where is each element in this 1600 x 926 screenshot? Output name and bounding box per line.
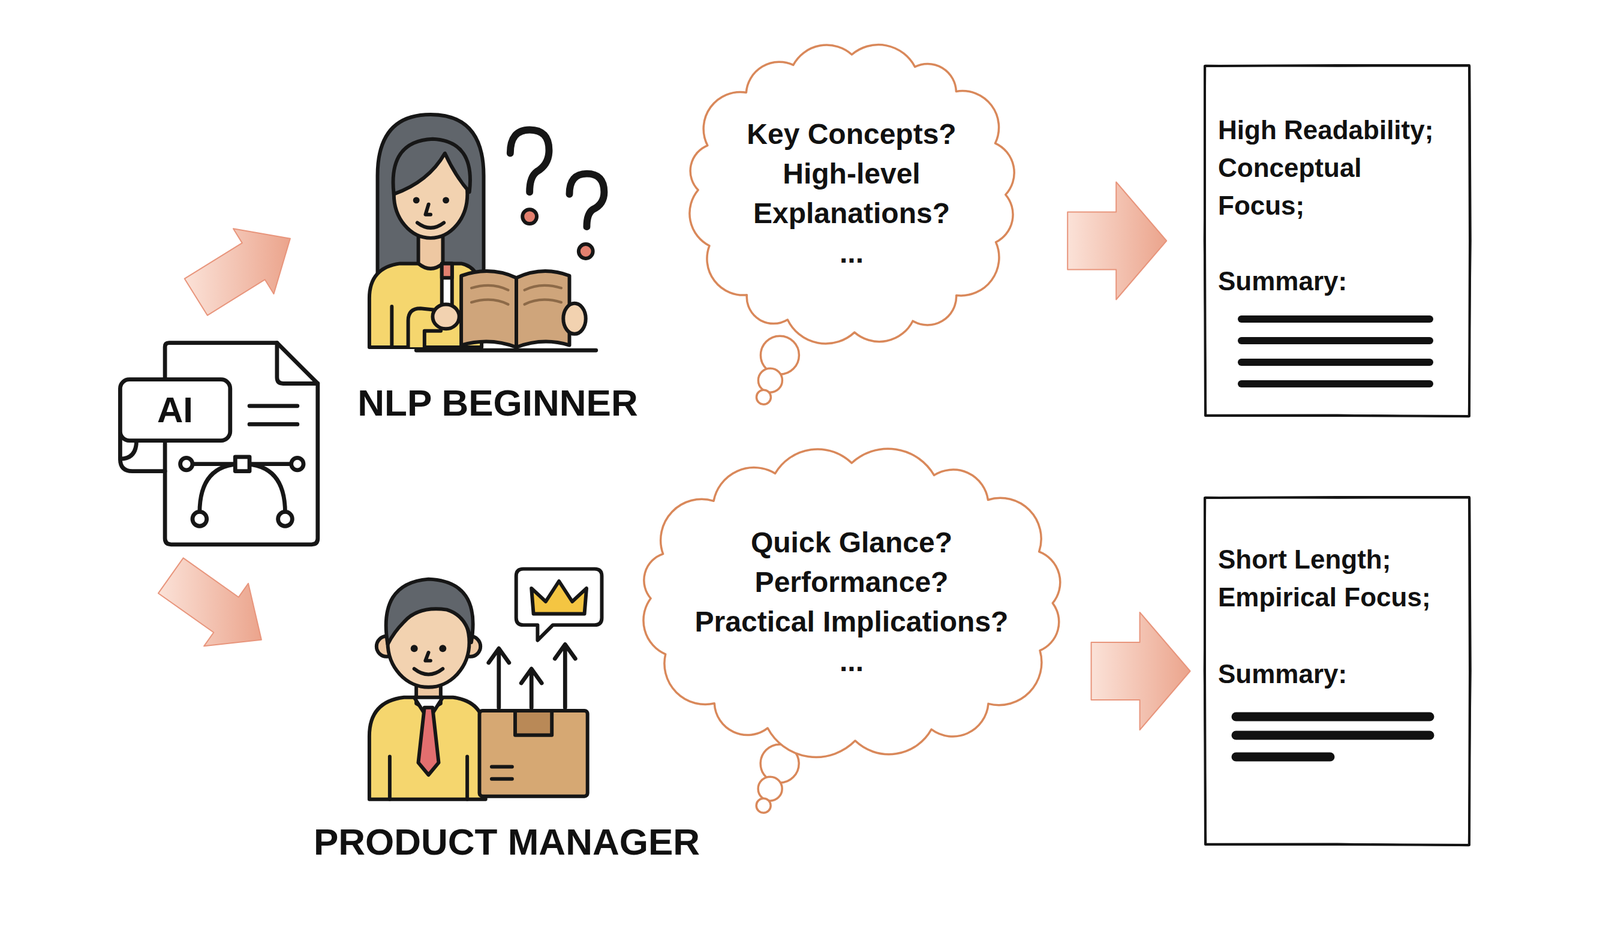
thought-bubble: [756, 390, 771, 405]
illustration-path: [425, 652, 431, 661]
person-name: NLP BEGINNER: [350, 381, 645, 425]
illustration-path: [277, 343, 318, 384]
illustration-circle: [578, 244, 594, 259]
doc-heading: High Readability; Conceptual Focus;: [1217, 110, 1452, 225]
summary-lines: [1217, 311, 1457, 392]
illustration-path: [393, 139, 471, 195]
illustration-ellipse: [432, 304, 459, 329]
illustration-path: [461, 271, 517, 348]
illustration-circle: [291, 457, 304, 470]
illustration-circle: [442, 196, 450, 204]
summary-bar: [1235, 712, 1430, 722]
cloud-line: Practical Implications?: [695, 602, 1009, 642]
summary-document: Short Length; Empirical Focus; Summary:: [1202, 494, 1473, 848]
summary-bar: [1241, 315, 1430, 323]
sketch-line: [1204, 65, 1472, 417]
illustration-rect: [515, 710, 552, 736]
block-arrow: [1067, 182, 1167, 300]
cloud-line: Key Concepts?: [731, 114, 972, 155]
illustration-circle: [192, 511, 207, 526]
illustration-rect: [119, 379, 230, 441]
cloud-outline: [643, 449, 1061, 758]
illustration-path: [369, 697, 486, 800]
illustration-path: [425, 204, 432, 215]
illustration-circle: [278, 511, 293, 526]
cloud-line: Quick Glance?: [695, 522, 1009, 563]
illustration-path: [249, 405, 298, 425]
illustration-path: [119, 440, 137, 460]
summary-bar: [1235, 731, 1430, 741]
person-name: PRODUCT MANAGER: [296, 820, 717, 864]
illustration-svg: [362, 560, 607, 806]
illustration-path: [164, 343, 318, 545]
illustration-path: [441, 263, 453, 278]
thought-cloud: Key Concepts?High-level Explanations?...: [671, 28, 1033, 359]
illustration-circle: [180, 457, 193, 470]
illustration-ellipse: [563, 303, 586, 335]
illustration-path: [389, 756, 468, 799]
person-figure: NLP BEGINNER: [350, 104, 645, 425]
summary-lines: [1217, 704, 1457, 765]
thought-bubble: [758, 777, 783, 802]
illustration-path: [471, 285, 562, 305]
illustration-path: [569, 173, 605, 228]
block-arrow: [158, 557, 262, 646]
doc-heading: Short Length; Empirical Focus;: [1217, 540, 1452, 616]
block-arrow: [1091, 612, 1191, 730]
doc-label: Summary:: [1217, 654, 1457, 693]
illustration-circle: [438, 644, 447, 652]
block-arrow: [184, 228, 291, 316]
illustration-path: [389, 306, 394, 348]
illustration-path: [510, 129, 550, 192]
illustration-svg: [113, 334, 329, 551]
illustration-path: [488, 644, 576, 708]
illustration-path: [491, 766, 513, 779]
summary-bar: [1241, 337, 1430, 345]
cloud-text: Quick Glance?Performance?Practical Impli…: [695, 522, 1009, 682]
illustration-path: [418, 707, 439, 775]
thought-cloud: Quick Glance?Performance?Practical Impli…: [624, 436, 1079, 768]
illustration-path: [417, 222, 444, 228]
summary-bar: [1241, 380, 1430, 388]
illustration-svg: [362, 107, 613, 358]
illustration-circle: [413, 196, 420, 204]
cloud-line: ...: [695, 641, 1009, 682]
thought-bubble: [758, 368, 783, 393]
sketch-line: [1204, 65, 1470, 417]
sketch-line: [1204, 497, 1472, 846]
summary-bar: [1235, 752, 1331, 762]
doc-label: Summary:: [1217, 262, 1457, 300]
illustration-circle: [410, 644, 418, 652]
illustration-path: [531, 581, 587, 614]
cloud-shape: [624, 436, 1079, 768]
illustration-circle: [522, 209, 537, 224]
cloud-line: High-level Explanations?: [731, 154, 972, 234]
illustration-rect: [479, 710, 588, 797]
thought-bubble: [756, 798, 771, 814]
cloud-shape: [671, 28, 1033, 359]
illustration-path: [414, 668, 444, 675]
illustration-path: [516, 271, 570, 348]
illustration-path: [386, 579, 474, 645]
summary-bar: [1241, 358, 1430, 366]
illustration-path: [516, 569, 603, 641]
illustration-path: [416, 348, 597, 353]
illustration-rect: [235, 456, 250, 472]
icon-label: AI: [119, 379, 231, 441]
document-icon: AI: [113, 334, 329, 551]
cloud-outline: [689, 44, 1014, 344]
sketch-line: [1204, 497, 1470, 845]
illustration-path: [441, 263, 453, 306]
cloud-line: ...: [731, 233, 972, 273]
summary-document: High Readability; Conceptual Focus; Summa…: [1202, 62, 1473, 419]
cloud-line: Performance?: [695, 562, 1009, 603]
cloud-text: Key Concepts?High-level Explanations?...: [731, 114, 972, 273]
